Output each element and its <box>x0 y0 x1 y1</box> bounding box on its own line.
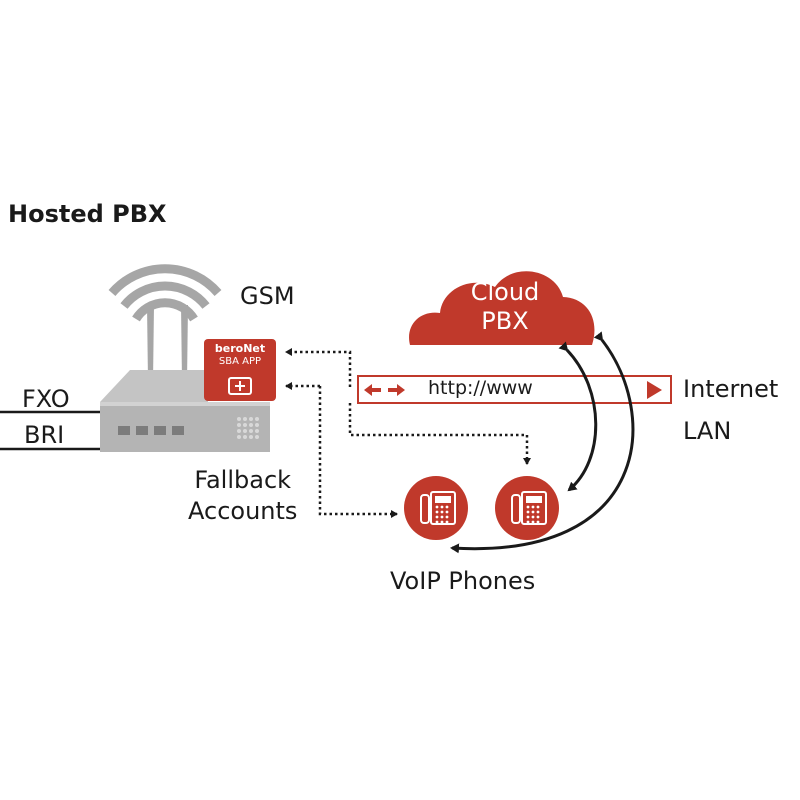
cloud-phone-link-right <box>558 341 598 492</box>
url-text: http://www <box>428 377 533 399</box>
antenna-icon <box>147 305 188 382</box>
fallback-link-upper <box>285 348 352 387</box>
fallback-accounts-label: Fallback Accounts <box>188 465 297 527</box>
app-badge-line1: beroNet <box>214 342 266 355</box>
diagram-title: Hosted PBX <box>8 200 167 228</box>
fallback-label-line2: Accounts <box>188 497 298 525</box>
voip-phone-icon <box>495 476 559 540</box>
cloud-shape <box>409 271 595 345</box>
voip-phone-icon <box>404 476 468 540</box>
fallback-accounts-link <box>318 386 398 518</box>
back-arrow-icon <box>364 384 381 396</box>
sba-app-badge <box>204 339 276 401</box>
cloud-label-line1: Cloud <box>470 278 540 306</box>
lan-label: LAN <box>683 417 732 445</box>
gsm-label: GSM <box>240 282 295 310</box>
cloud-label-line2: PBX <box>481 307 529 335</box>
gateway-device <box>100 370 270 452</box>
fallback-label-line1: Fallback <box>194 466 292 494</box>
play-arrow-icon <box>647 381 662 399</box>
wireless-waves-icon <box>108 264 222 322</box>
voip-phones-label: VoIP Phones <box>390 567 536 595</box>
forward-arrow-icon <box>388 384 405 396</box>
fxo-label: FXO <box>22 385 70 413</box>
internet-label: Internet <box>683 375 779 403</box>
app-badge-line2: SBA APP <box>218 356 262 367</box>
fallback-link-to-phone <box>348 403 531 465</box>
cloud-phone-link-left <box>450 331 635 554</box>
bri-label: BRI <box>24 421 65 449</box>
